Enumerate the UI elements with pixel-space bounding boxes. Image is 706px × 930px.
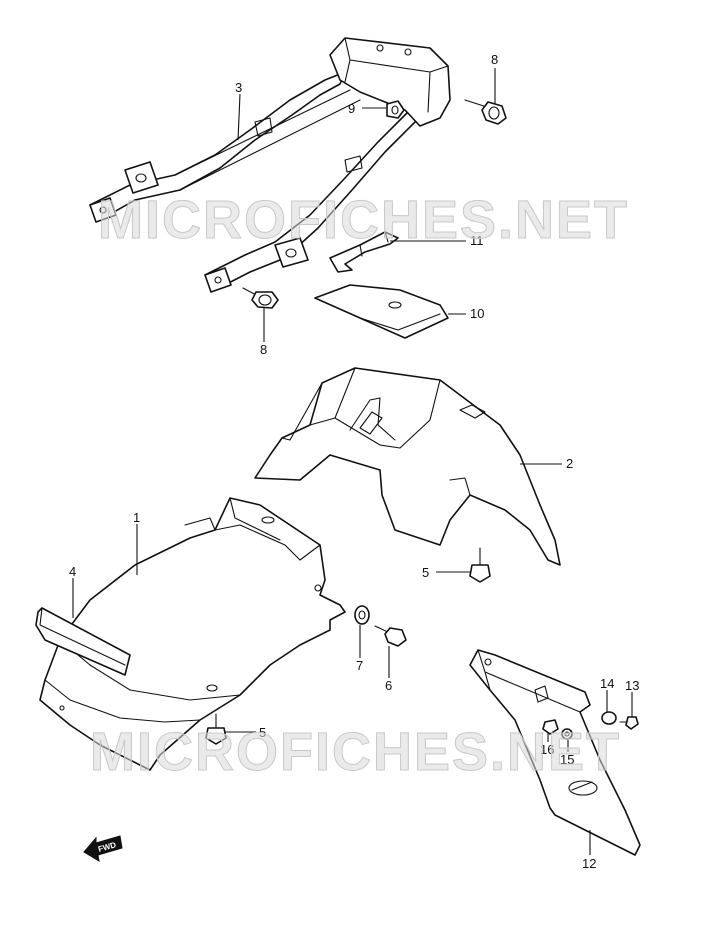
callout-1: 1	[133, 510, 140, 525]
rear-frame-part	[89, 37, 451, 293]
callout-11: 11	[470, 233, 484, 248]
bolt-5-lower-part	[205, 713, 227, 745]
bolt-5-upper-part	[469, 547, 491, 583]
callout-7: 7	[356, 658, 363, 673]
callout-6: 6	[385, 678, 392, 693]
plate-bracket-part	[469, 649, 641, 856]
callout-8-upper: 8	[491, 52, 498, 67]
bolt-6-part	[374, 625, 407, 647]
washer-7-part	[354, 605, 370, 625]
watermark-lower: MICROFICHES.NET	[90, 722, 621, 782]
callout-5-lower: 5	[259, 725, 266, 740]
callout-8-lower: 8	[260, 342, 267, 357]
callout-16: 16	[540, 742, 554, 757]
callout-5-upper: 5	[422, 565, 429, 580]
bolt-upper-part	[464, 99, 507, 125]
reflector-part	[35, 607, 131, 676]
callout-3: 3	[235, 80, 242, 95]
watermark-upper: MICROFICHES.NET	[98, 190, 629, 250]
callout-15: 15	[560, 752, 574, 767]
nut-16-part	[542, 719, 559, 735]
clamp-part	[329, 231, 399, 273]
washer-15-part	[561, 728, 573, 740]
hardware-14-part	[601, 711, 617, 725]
nut-part	[386, 100, 405, 119]
cushion-part	[314, 284, 449, 339]
bolt-lower-part	[242, 287, 279, 309]
rear-fender-part	[39, 497, 346, 771]
callout-12: 12	[582, 856, 596, 871]
callout-2: 2	[566, 456, 573, 471]
callout-labels: 1 2 3 4 5 5 5 6 7 8 8 9 10 11 12 13 14 1…	[69, 52, 639, 871]
callout-9: 9	[348, 101, 355, 116]
callout-14: 14	[600, 676, 614, 691]
inner-fender-part	[254, 367, 561, 566]
callout-10: 10	[470, 306, 484, 321]
callout-13: 13	[625, 678, 639, 693]
leader-lines	[72, 68, 633, 855]
screw-13-part	[619, 716, 639, 730]
fwd-arrow-icon: FWD	[83, 835, 123, 862]
callout-4: 4	[69, 564, 76, 579]
